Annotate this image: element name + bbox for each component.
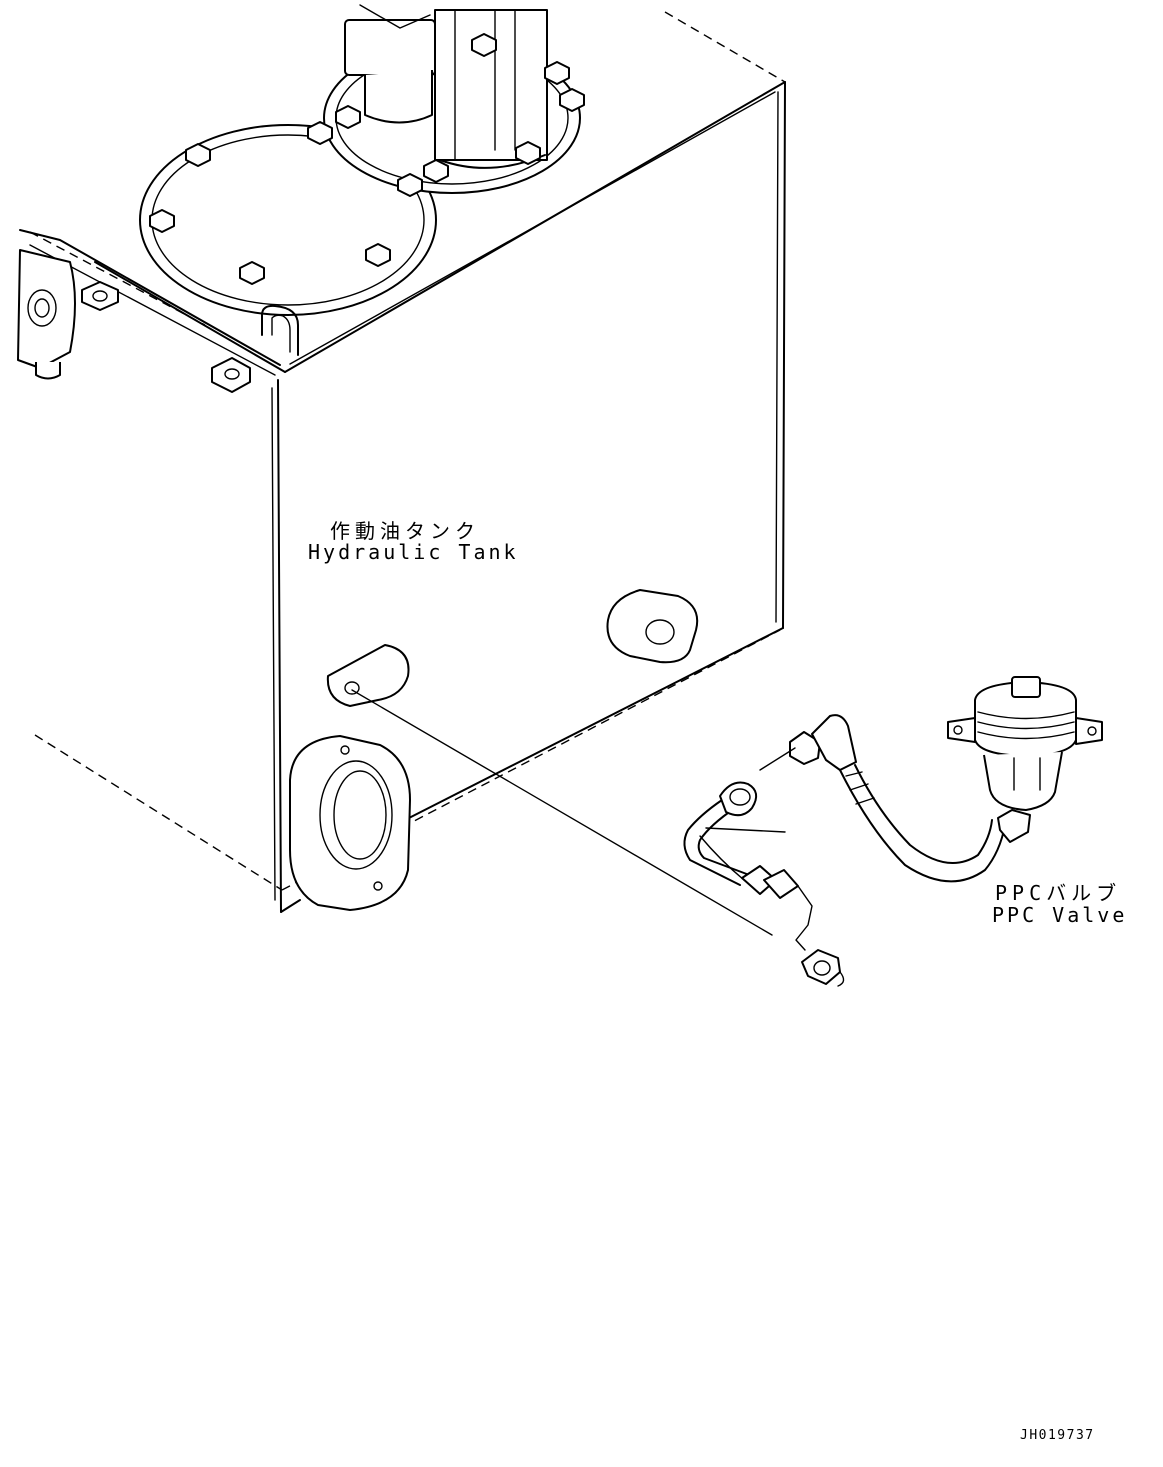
left-mount-bracket xyxy=(17,229,281,393)
ppc-valve xyxy=(759,676,1103,883)
bolt-icon xyxy=(365,243,391,267)
bolt-icon xyxy=(149,209,175,233)
bolt-icon xyxy=(185,143,211,167)
bolt-icon xyxy=(423,159,449,183)
tank-top-cover xyxy=(139,4,581,356)
hydraulic-tank xyxy=(29,11,786,913)
tank-label-en: Hydraulic Tank xyxy=(308,540,519,564)
bolt-icon xyxy=(239,261,265,285)
tank-ports xyxy=(289,589,699,911)
cover-bolts xyxy=(149,33,585,285)
bolt-icon xyxy=(544,61,570,85)
tank-label-jp: 作動油タンク xyxy=(330,519,480,543)
elbow-fitting xyxy=(801,949,845,987)
valve-label-en: PPC Valve xyxy=(992,903,1128,927)
bolt-icon xyxy=(335,105,361,129)
drawing-code: JH019737 xyxy=(1020,1428,1095,1443)
bolt-icon xyxy=(307,121,333,145)
bolt-icon xyxy=(559,88,585,112)
hose-assembly xyxy=(351,689,813,951)
bolt-icon xyxy=(515,141,541,165)
bolt-icon xyxy=(397,173,423,197)
valve-label-jp: PPCバルブ xyxy=(995,881,1122,905)
bolt-icon xyxy=(471,33,497,57)
